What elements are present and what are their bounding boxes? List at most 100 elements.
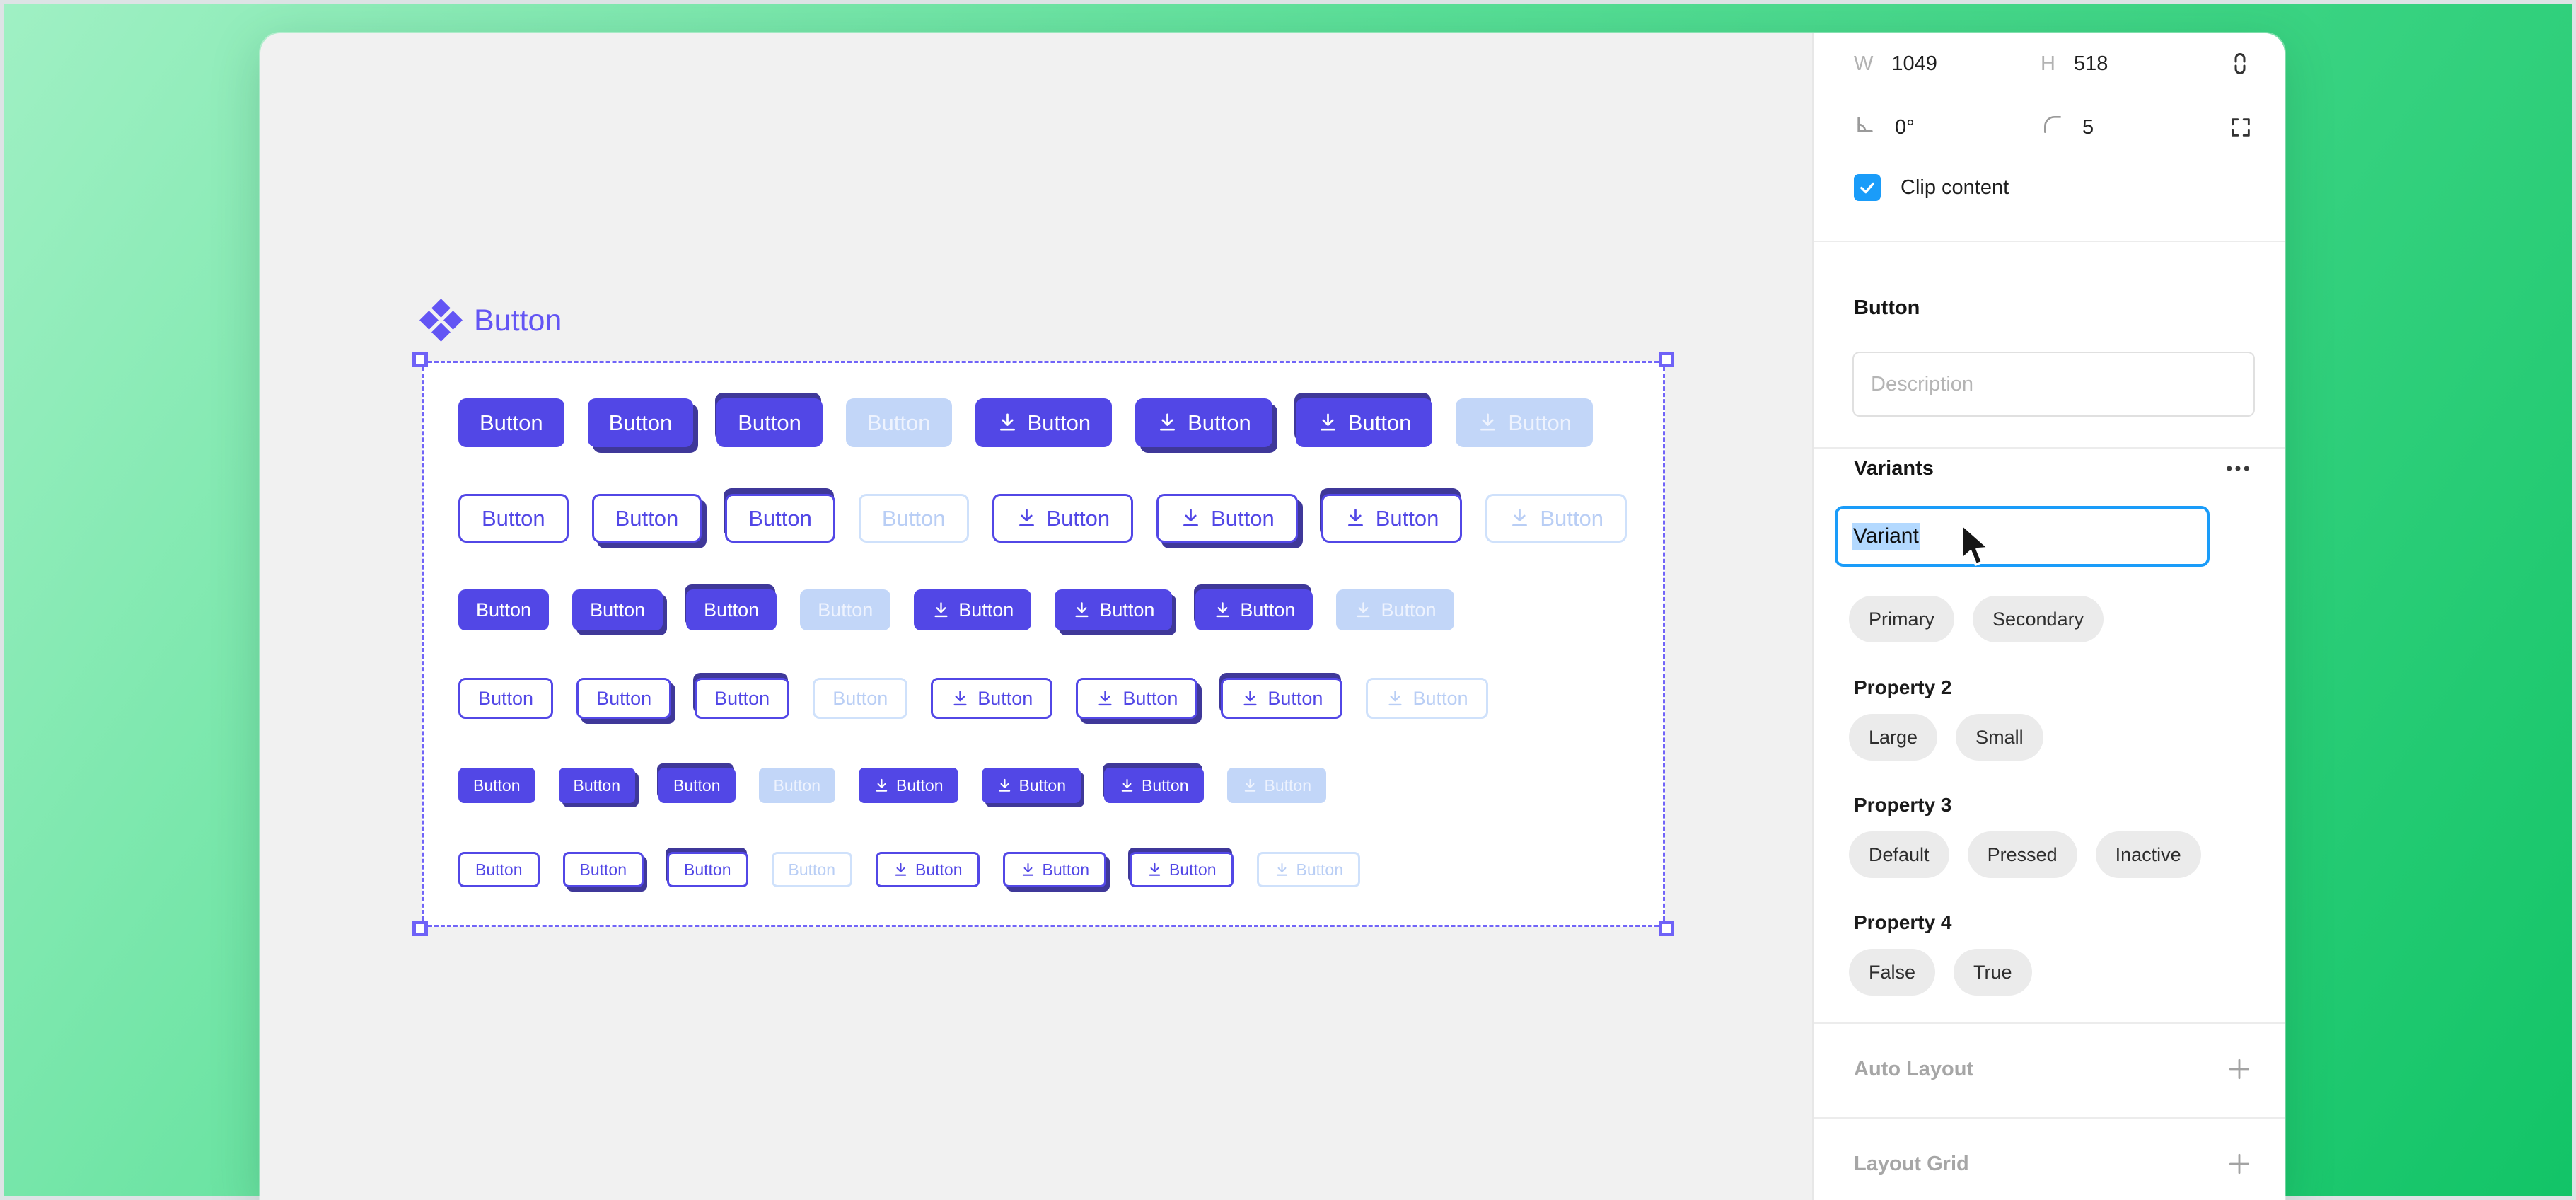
button-secondary-medium-hover-icon[interactable]: Button — [1076, 678, 1198, 719]
button-primary-small-inactive[interactable]: Button — [758, 768, 835, 803]
button-primary-small-hover-icon[interactable]: Button — [981, 768, 1081, 803]
variant-option-chip[interactable]: Secondary — [1973, 596, 2104, 642]
button-primary-medium-hover[interactable]: Button — [572, 589, 663, 630]
button-primary-medium-hover-icon[interactable]: Button — [1055, 589, 1173, 630]
more-options-icon[interactable] — [2223, 454, 2253, 483]
component-set-selection-frame[interactable] — [412, 352, 1674, 936]
variant-option-chip[interactable]: Default — [1849, 831, 1949, 878]
button-secondary-medium-default[interactable]: Button — [458, 678, 554, 719]
button-label: Button — [881, 506, 946, 531]
download-icon — [1022, 862, 1033, 876]
button-primary-small-pressed-icon[interactable]: Button — [1104, 768, 1204, 803]
button-secondary-medium-default-icon[interactable]: Button — [931, 678, 1053, 719]
variant-property-name-text: Variant — [1852, 523, 1920, 550]
button-primary-small-default[interactable]: Button — [458, 768, 535, 803]
button-secondary-medium-inactive-icon[interactable]: Button — [1366, 678, 1488, 719]
add-auto-layout-icon[interactable] — [2226, 1056, 2253, 1083]
button-primary-small-inactive-icon[interactable]: Button — [1226, 768, 1326, 803]
button-label: Button — [590, 599, 646, 621]
add-layout-grid-icon[interactable] — [2226, 1150, 2253, 1177]
button-secondary-large-hover[interactable]: Button — [591, 494, 702, 543]
variant-property-name-input[interactable]: Variant — [1835, 506, 2210, 567]
button-label: Button — [1296, 860, 1344, 879]
variant-option-chip[interactable]: Inactive — [2095, 831, 2201, 878]
button-secondary-small-inactive[interactable]: Button — [771, 852, 852, 887]
download-icon — [1149, 862, 1161, 876]
download-icon — [934, 601, 948, 617]
button-primary-large-default-icon[interactable]: Button — [975, 398, 1113, 447]
button-secondary-large-hover-icon[interactable]: Button — [1156, 494, 1298, 543]
button-primary-medium-default-icon[interactable]: Button — [914, 589, 1032, 630]
button-primary-large-default[interactable]: Button — [458, 398, 564, 447]
button-secondary-medium-inactive[interactable]: Button — [813, 678, 908, 719]
button-label: Button — [673, 775, 721, 795]
button-secondary-large-inactive[interactable]: Button — [858, 494, 969, 543]
download-icon — [1480, 413, 1496, 431]
component-set-label[interactable]: Button — [419, 299, 562, 342]
button-secondary-small-default-icon[interactable]: Button — [876, 852, 980, 887]
button-primary-medium-default[interactable]: Button — [458, 589, 550, 630]
button-secondary-medium-pressed[interactable]: Button — [695, 678, 790, 719]
button-primary-large-inactive[interactable]: Button — [845, 398, 952, 447]
button-primary-medium-pressed-icon[interactable]: Button — [1195, 589, 1313, 630]
button-secondary-large-default-icon[interactable]: Button — [992, 494, 1134, 543]
button-primary-large-pressed[interactable]: Button — [716, 398, 823, 447]
rotation-field[interactable]: 0° — [1895, 115, 1915, 139]
button-secondary-large-default[interactable]: Button — [458, 494, 569, 543]
width-field[interactable]: 1049 — [1891, 52, 1937, 75]
button-secondary-medium-pressed-icon[interactable]: Button — [1221, 678, 1343, 719]
button-secondary-small-default[interactable]: Button — [458, 852, 540, 887]
button-primary-small-hover[interactable]: Button — [558, 768, 635, 803]
height-field[interactable]: 518 — [2073, 52, 2108, 75]
button-label: Button — [579, 860, 627, 879]
button-label: Button — [476, 599, 532, 621]
download-icon — [999, 413, 1015, 431]
clip-content-checkbox[interactable] — [1854, 174, 1881, 201]
button-primary-medium-inactive-icon[interactable]: Button — [1336, 589, 1454, 630]
button-label: Button — [704, 599, 760, 621]
variant-option-chip[interactable]: Small — [1956, 714, 2043, 761]
button-primary-large-pressed-icon[interactable]: Button — [1295, 398, 1433, 447]
component-set-title[interactable]: Button — [474, 303, 562, 338]
button-label: Button — [1240, 599, 1296, 621]
selection-handle-bottom-right[interactable] — [1659, 921, 1674, 936]
selection-handle-top-left[interactable] — [412, 352, 428, 367]
selection-handle-top-right[interactable] — [1659, 352, 1674, 367]
button-secondary-large-pressed-icon[interactable]: Button — [1321, 494, 1463, 543]
property3-options-row: Default Pressed Inactive — [1849, 831, 2256, 878]
divider — [1814, 1022, 2285, 1024]
constrain-proportions-icon[interactable] — [2227, 51, 2253, 76]
button-secondary-small-hover[interactable]: Button — [562, 852, 644, 887]
button-secondary-large-inactive-icon[interactable]: Button — [1485, 494, 1627, 543]
button-primary-medium-inactive[interactable]: Button — [800, 589, 891, 630]
component-variant-row: Button Button Button Button Button Button B… — [458, 494, 1627, 543]
button-primary-medium-pressed[interactable]: Button — [686, 589, 777, 630]
download-icon — [1276, 862, 1287, 876]
button-primary-small-default-icon[interactable]: Button — [859, 768, 958, 803]
variant-option-chip[interactable]: True — [1954, 949, 2032, 996]
variant-option-chip[interactable]: False — [1849, 949, 1936, 996]
description-input[interactable]: Description — [1852, 352, 2255, 417]
corner-radius-field[interactable]: 5 — [2082, 115, 2094, 139]
button-primary-large-hover-icon[interactable]: Button — [1135, 398, 1272, 447]
button-secondary-small-pressed-icon[interactable]: Button — [1130, 852, 1234, 887]
variant-option-chip[interactable]: Primary — [1849, 596, 1954, 642]
button-primary-large-inactive-icon[interactable]: Button — [1456, 398, 1593, 447]
button-secondary-large-pressed[interactable]: Button — [725, 494, 835, 543]
button-secondary-small-pressed[interactable]: Button — [667, 852, 748, 887]
selection-handle-bottom-left[interactable] — [412, 921, 428, 936]
expand-icon[interactable] — [2229, 115, 2253, 139]
button-secondary-small-hover-icon[interactable]: Button — [1002, 852, 1106, 887]
button-primary-large-hover[interactable]: Button — [587, 398, 694, 447]
button-secondary-medium-hover[interactable]: Button — [576, 678, 672, 719]
property2-heading-row: Property 2 — [1854, 670, 2253, 705]
button-secondary-small-inactive-icon[interactable]: Button — [1256, 852, 1360, 887]
button-primary-small-pressed[interactable]: Button — [658, 768, 736, 803]
button-label: Button — [573, 775, 621, 795]
variant-option-chip[interactable]: Large — [1849, 714, 1938, 761]
download-icon — [1216, 601, 1229, 617]
variant-option-chip[interactable]: Pressed — [1967, 831, 2077, 878]
variant-options-row: Primary Secondary — [1849, 596, 2256, 642]
